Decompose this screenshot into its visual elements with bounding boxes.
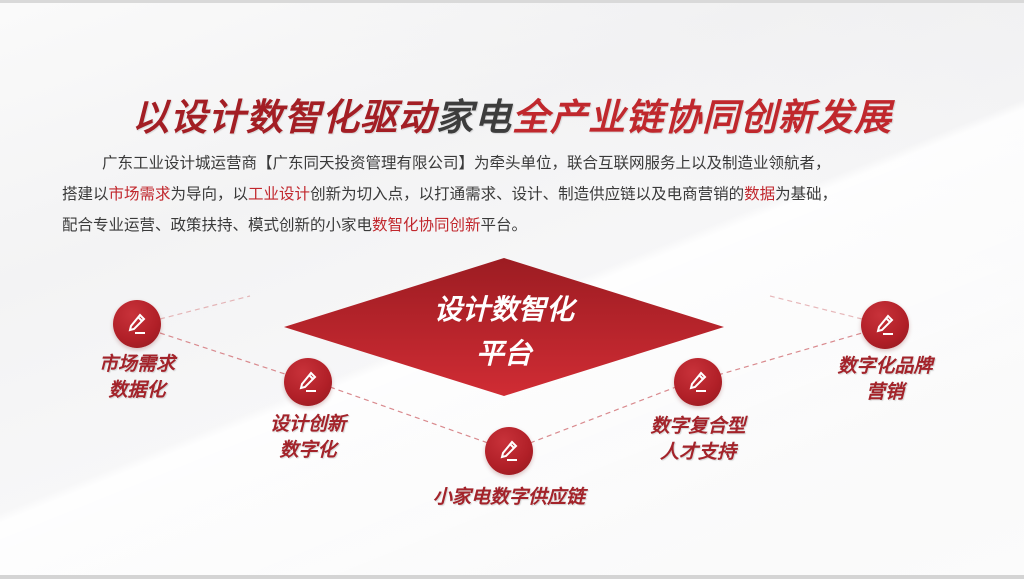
paragraph-line-3: 配合专业运营、政策扶持、模式创新的小家电数智化协同创新平台。 [62,210,982,241]
node-design-innovation [284,358,332,406]
text-segment: 为基础， [775,185,838,203]
paragraph-line-2: 搭建以市场需求为导向，以工业设计创新为切入点，以打通需求、设计、制造供应链以及电… [62,179,982,210]
pencil-icon [299,371,317,392]
title-part-3: 全产业链协同创新发展 [512,95,892,139]
center-label-line-1: 设计数智化 [433,293,574,326]
pencil-icon [500,440,518,461]
text-segment: 配合专业运营、政策扶持、模式创新的小家电 [62,216,373,234]
node-talent-support [674,358,722,406]
highlight-data: 数据 [744,185,776,203]
slide-title: 以设计数智化驱动家电全产业链协同创新发展 [0,87,1024,141]
intro-paragraph: 广东工业设计城运营商【广东同天投资管理有限公司】为牵头单位，联合互联网服务上以及… [62,148,982,241]
text-segment: 平台。 [480,216,528,234]
node-supply-chain [485,427,533,475]
title-part-2: 家电 [436,95,512,139]
paragraph-line-1: 广东工业设计城运营商【广东同天投资管理有限公司】为牵头单位，联合互联网服务上以及… [102,154,831,172]
text-segment: 为导向，以 [170,185,249,203]
text-segment: 搭建以 [62,185,109,203]
text-segment: 创新为切入点，以打通需求、设计、制造供应链以及电商营销的 [310,185,745,203]
label-line: 数据化 [108,379,166,401]
title-part-1: 以设计数智化驱动 [132,95,436,139]
label-line: 小家电数字供应链 [432,486,585,508]
label-line: 设计创新 [269,413,346,435]
label-line: 数字化 [279,439,337,461]
center-label-line-2: 平台 [475,337,532,370]
pencil-icon [876,314,894,335]
highlight-digital-collab: 数智化协同创新 [372,216,481,234]
node-market-demand [113,300,161,348]
node-label-market-demand: 市场需求 数据化 [74,351,200,403]
node-label-design-innovation: 设计创新 数字化 [245,411,371,463]
label-line: 市场需求 [98,353,175,375]
center-platform-label: 设计数智化 平台 [284,288,724,376]
node-label-talent-support: 数字复合型 人才支持 [630,413,766,465]
highlight-industrial-design: 工业设计 [248,185,311,203]
center-diamond [284,258,724,396]
label-line: 人才支持 [659,441,736,463]
pencil-icon [128,313,146,334]
label-line: 营销 [865,381,904,403]
node-label-brand-marketing: 数字化品牌 营销 [815,353,955,405]
highlight-market-demand: 市场需求 [108,185,171,203]
node-brand-marketing [861,301,909,349]
pencil-icon [689,371,707,392]
label-line: 数字化品牌 [837,355,933,377]
node-label-supply-chain: 小家电数字供应链 [400,484,618,510]
label-line: 数字复合型 [650,415,746,437]
